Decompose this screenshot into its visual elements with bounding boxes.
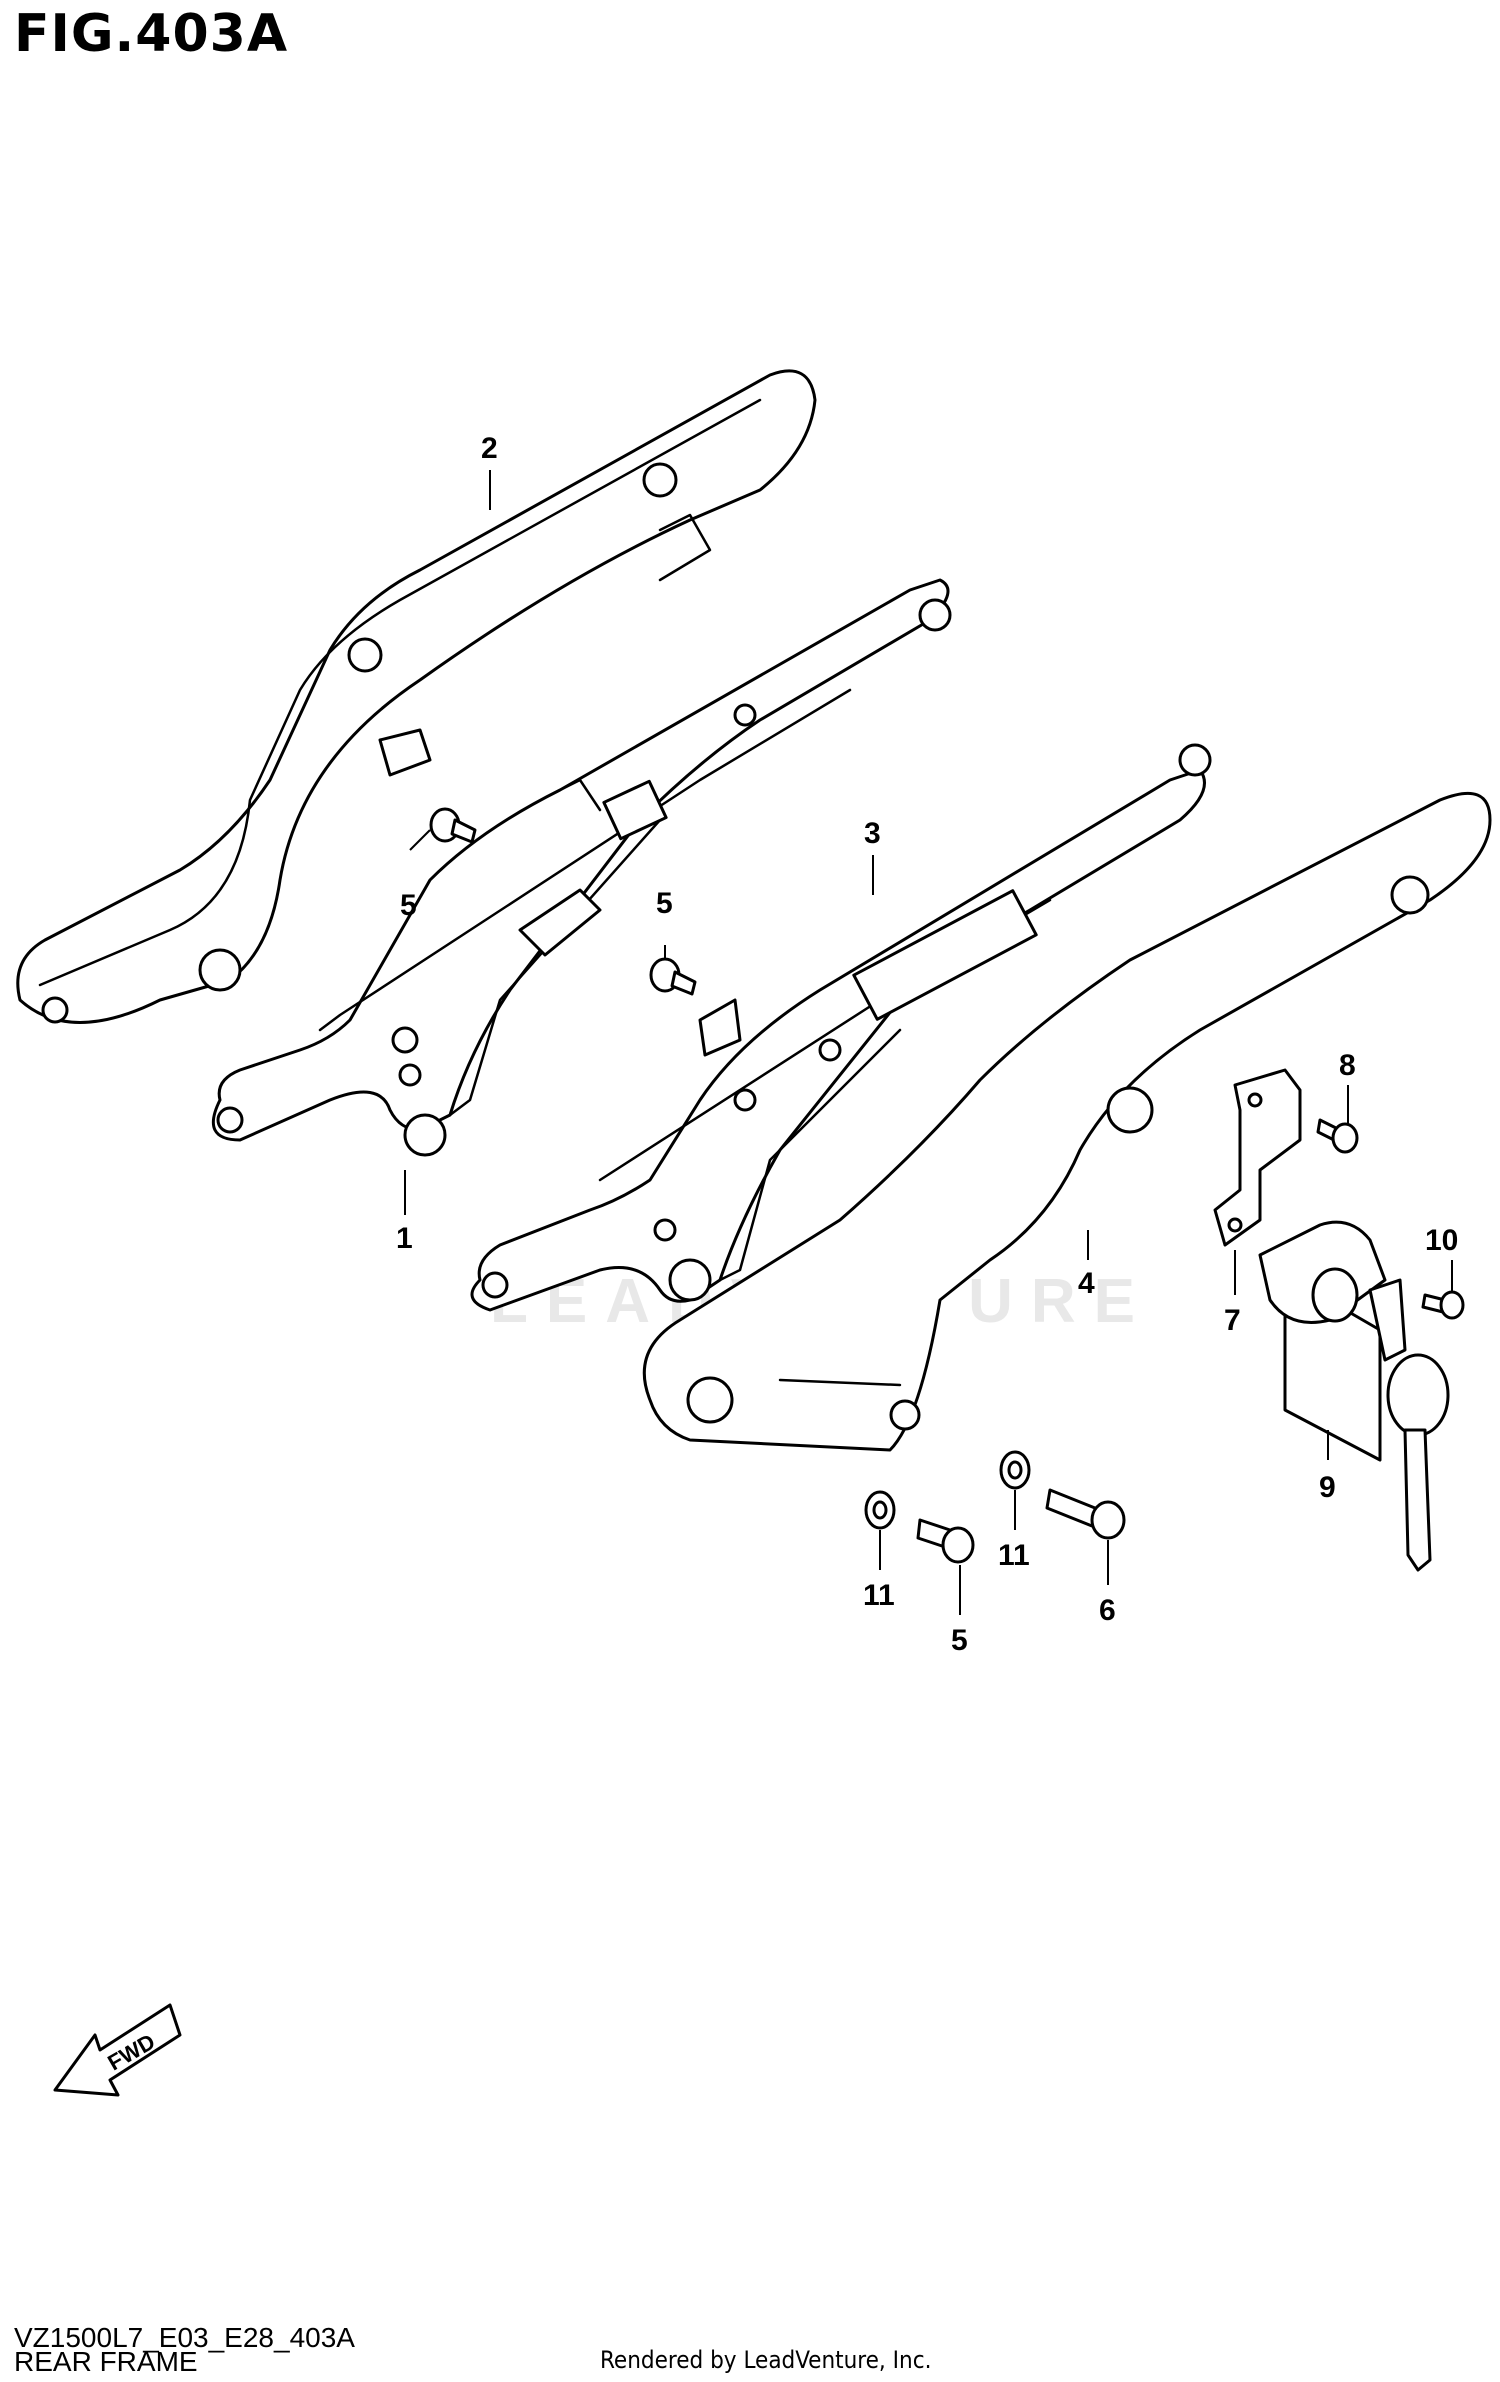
callout-8: 8 bbox=[1339, 1049, 1356, 1082]
part-4-frame-cover-right bbox=[642, 791, 1492, 1452]
callout-10: 10 bbox=[1425, 1224, 1458, 1257]
callout-6: 6 bbox=[1099, 1594, 1116, 1627]
section-name: REAR FRAME bbox=[14, 2346, 198, 2377]
part-9-seat-lock bbox=[1258, 1220, 1450, 1572]
callout-9: 9 bbox=[1319, 1471, 1336, 1504]
callout-5-upper: 5 bbox=[400, 889, 417, 922]
callout-5-lower: 5 bbox=[951, 1624, 968, 1657]
render-credit: Rendered by LeadVenture, Inc. bbox=[600, 2346, 932, 2374]
part-2-frame-cover bbox=[16, 369, 817, 1024]
part-1-rear-frame-left bbox=[211, 578, 952, 1157]
bolt-5-lower bbox=[916, 1518, 975, 1564]
fwd-arrow-icon: FWD bbox=[53, 2003, 182, 2097]
callout-numbers: 2 1 3 4 5 5 5 6 7 8 9 10 11 11 bbox=[396, 432, 1458, 1657]
part-7-lock-bracket bbox=[1213, 1068, 1302, 1247]
leader-lines bbox=[404, 470, 1453, 1615]
washer-11-right bbox=[999, 1450, 1031, 1490]
callout-2: 2 bbox=[481, 432, 498, 465]
callout-3: 3 bbox=[864, 817, 881, 850]
callout-1: 1 bbox=[396, 1222, 413, 1255]
bolt-5-middle bbox=[649, 957, 697, 996]
callout-11-right: 11 bbox=[998, 1539, 1030, 1572]
bolt-8 bbox=[1316, 1118, 1359, 1154]
bolt-5-upper bbox=[429, 807, 477, 844]
bolt-10 bbox=[1421, 1290, 1465, 1320]
callout-4: 4 bbox=[1078, 1267, 1095, 1300]
callout-5-middle: 5 bbox=[656, 887, 673, 920]
callout-7: 7 bbox=[1224, 1304, 1241, 1337]
diagram-code: VZ1500L7_E03_E28_403A bbox=[14, 2322, 355, 2353]
figure-title: FIG.403A bbox=[14, 4, 289, 64]
washer-11-left bbox=[864, 1490, 896, 1530]
part-3-rear-frame-right bbox=[470, 743, 1212, 1312]
bolt-6 bbox=[1045, 1488, 1126, 1540]
callout-11-left: 11 bbox=[863, 1579, 895, 1612]
